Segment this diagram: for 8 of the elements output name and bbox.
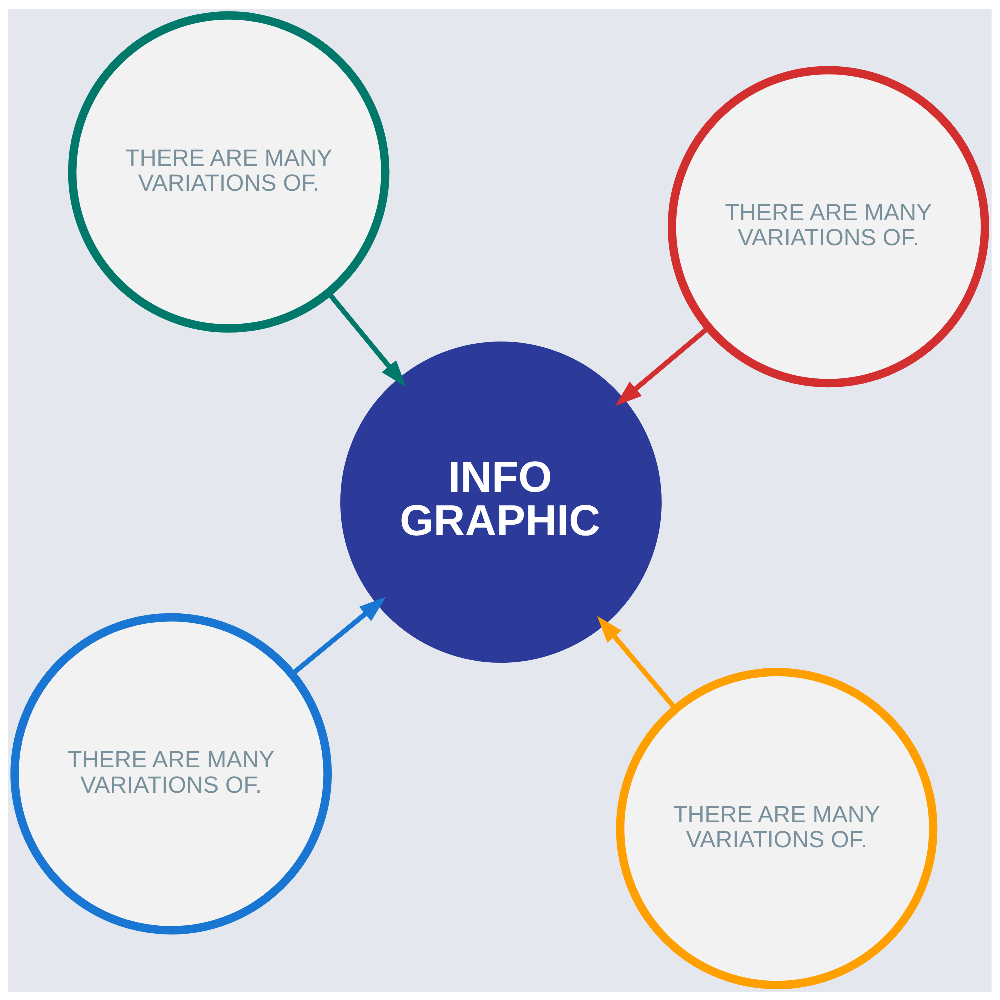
arrow xyxy=(597,616,678,710)
arrow xyxy=(290,596,386,676)
node-circle: THERE ARE MANY VARIATIONS OF. xyxy=(10,612,332,934)
node-circle: INFO GRAPHIC xyxy=(340,341,662,663)
node-circle: THERE ARE MANY VARIATIONS OF. xyxy=(668,66,990,388)
arrow xyxy=(615,326,710,406)
node-circle: THERE ARE MANY VARIATIONS OF. xyxy=(616,668,938,989)
node-circle: THERE ARE MANY VARIATIONS OF. xyxy=(68,11,390,332)
